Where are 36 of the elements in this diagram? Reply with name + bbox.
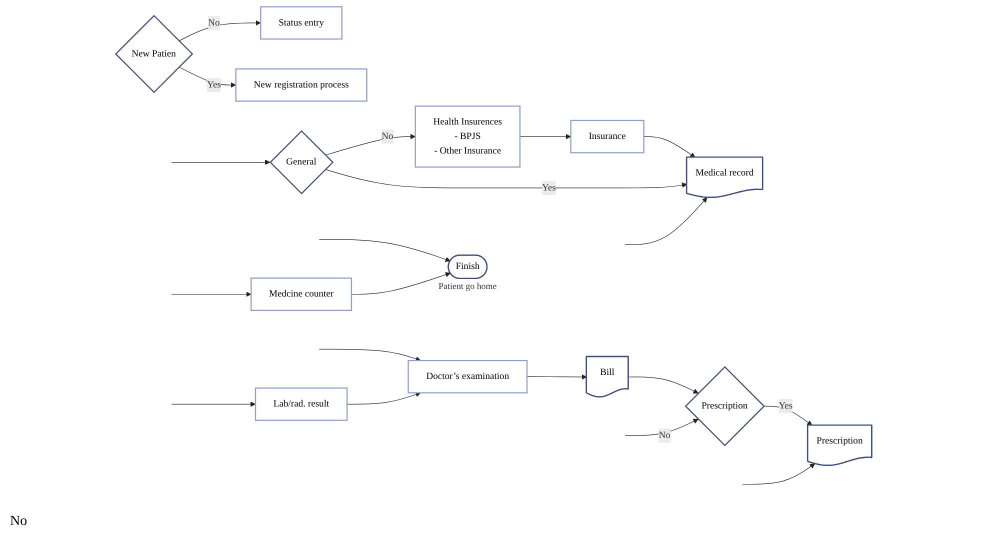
node-diamond: Prescription xyxy=(684,366,765,446)
node-box: New registration process xyxy=(235,68,368,102)
arrow xyxy=(526,374,587,380)
arrow xyxy=(643,136,696,158)
edge-label: No xyxy=(208,18,220,28)
arrow xyxy=(624,197,708,245)
arrow xyxy=(171,292,252,297)
edge-label: No xyxy=(381,131,394,142)
note-text: No xyxy=(10,514,28,530)
node-diamond: New Patien xyxy=(114,14,193,94)
arrow xyxy=(318,348,421,362)
node-box: Health Insurences - BPJS - Other Insurance xyxy=(414,106,520,168)
arrow xyxy=(763,406,812,426)
node-diamond: General xyxy=(269,130,334,194)
node-box: Status entry xyxy=(260,6,342,40)
edge-label: Yes xyxy=(206,80,221,90)
arrow xyxy=(628,376,698,394)
arrow xyxy=(178,20,261,42)
arrow xyxy=(324,169,687,188)
arrow xyxy=(624,418,698,436)
node-caption: Patient go home xyxy=(438,281,496,292)
arrow xyxy=(350,272,450,295)
arrow xyxy=(171,160,270,165)
edge-label: No xyxy=(658,430,670,440)
edge-label: Yes xyxy=(778,400,792,411)
arrow xyxy=(324,134,416,156)
arrow xyxy=(519,134,571,140)
arrow xyxy=(742,463,815,485)
node-box: Lab/rad. result xyxy=(254,387,348,421)
node-box: Insurance xyxy=(570,120,644,154)
arrow xyxy=(171,402,256,407)
node-box: Doctor’s examination xyxy=(407,360,528,394)
edge-label: Yes xyxy=(542,182,556,193)
arrow xyxy=(346,392,421,404)
arrow xyxy=(318,239,450,262)
node-box: Medcine counter xyxy=(250,278,352,311)
